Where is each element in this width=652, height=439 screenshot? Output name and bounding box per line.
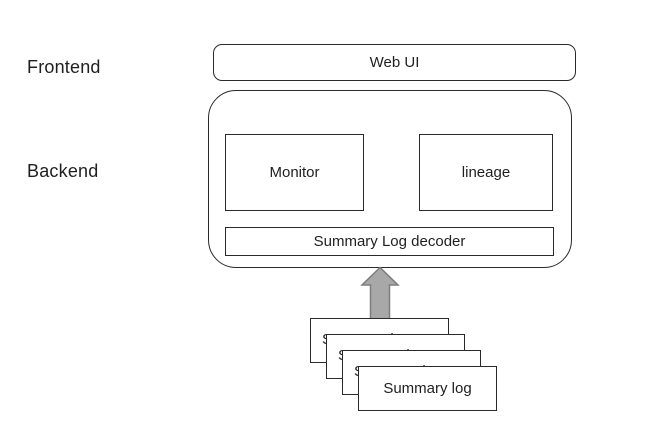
- frontend-label: Frontend: [27, 57, 101, 77]
- summary-log-label: Summary log: [383, 380, 472, 397]
- up-arrow-shape: [360, 266, 400, 320]
- web-ui-node: Web UI: [213, 44, 576, 81]
- monitor-node: Monitor: [225, 134, 364, 211]
- backend-label: Backend: [27, 161, 99, 181]
- summary-log-item: Summary log: [358, 366, 497, 411]
- summary-log-decoder-node: Summary Log decoder: [225, 227, 554, 256]
- lineage-node: lineage: [419, 134, 553, 211]
- up-arrow-icon: [360, 266, 400, 320]
